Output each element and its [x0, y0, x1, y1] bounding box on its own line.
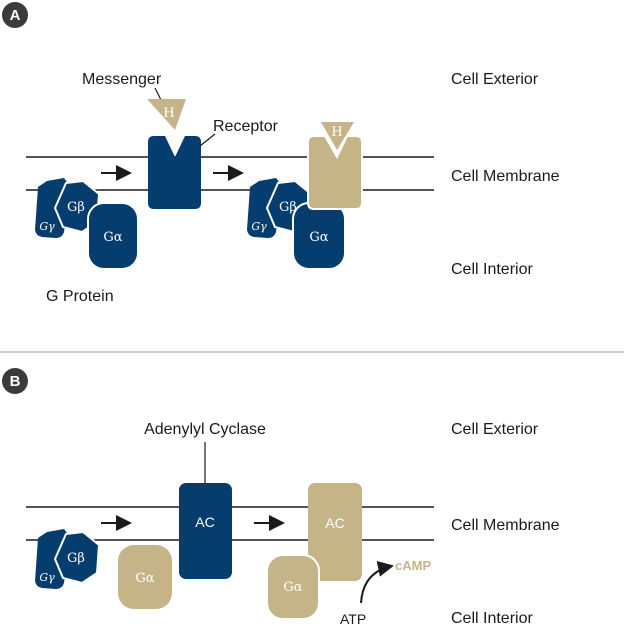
receptor-unbound	[148, 136, 201, 209]
hormone-bound-label: H	[331, 125, 342, 140]
panel-a: A Cell Exterior Cell Membrane Cell Inter…	[2, 2, 560, 305]
panel-b-badge	[2, 368, 28, 394]
panel-b-badge-letter: B	[10, 373, 21, 390]
g-protein-inactive: Gγ Gβ Gα	[35, 178, 139, 270]
hormone-bound	[321, 122, 354, 150]
adenylyl-cyclase-inactive	[179, 483, 232, 579]
ac-active-text: AC	[325, 515, 344, 531]
panel-a-badge	[2, 2, 28, 28]
g-alpha-bound-ac	[266, 554, 320, 620]
g-beta-text: Gβ	[67, 200, 85, 215]
atp-label: ATP	[340, 611, 366, 624]
camp-label: cAMP	[395, 558, 431, 573]
adenylyl-cyclase-label: Adenylyl Cyclase	[144, 421, 266, 438]
cell-interior-label-b: Cell Interior	[451, 610, 533, 624]
cell-exterior-label: Cell Exterior	[451, 71, 539, 88]
g-beta-gamma-dimer: Gγ Gβ	[35, 529, 101, 589]
g-alpha-text-2: Gα	[309, 230, 328, 245]
g-protein-bound: Gγ Gβ Gα	[247, 178, 346, 270]
g-beta-text-2: Gβ	[279, 200, 297, 215]
messenger-label: Messenger	[82, 71, 162, 88]
ac-text: AC	[195, 514, 214, 530]
panel-a-badge-letter: A	[10, 7, 21, 24]
g-alpha-active-text: Gα	[135, 571, 154, 586]
receptor-bound	[307, 135, 363, 210]
g-gamma-text-2: Gγ	[251, 220, 267, 233]
g-alpha-active	[118, 545, 172, 609]
hormone-label: H	[163, 106, 174, 121]
receptor-label: Receptor	[213, 118, 279, 135]
g-beta-text-b: Gβ	[67, 551, 85, 566]
g-alpha-bound-ac-text: Gα	[283, 580, 302, 595]
cell-exterior-label-b: Cell Exterior	[451, 421, 539, 438]
receptor-leader-line	[199, 133, 216, 147]
cell-interior-label: Cell Interior	[451, 261, 533, 278]
atp-to-camp-arrow	[360, 561, 394, 604]
g-gamma-text-b: Gγ	[39, 571, 55, 584]
panel-b: B Cell Exterior Cell Membrane Cell Inter…	[2, 368, 560, 624]
cell-membrane-label-b: Cell Membrane	[451, 517, 560, 534]
cell-membrane-label: Cell Membrane	[451, 168, 560, 185]
g-gamma-text: Gγ	[39, 220, 55, 233]
adenylyl-cyclase-active	[308, 483, 362, 581]
g-alpha-text: Gα	[103, 230, 122, 245]
g-protein-label: G Protein	[46, 288, 114, 305]
g-alpha-subunit	[87, 202, 139, 270]
g-beta-subunit-b	[53, 530, 101, 585]
hormone-messenger	[147, 99, 186, 130]
